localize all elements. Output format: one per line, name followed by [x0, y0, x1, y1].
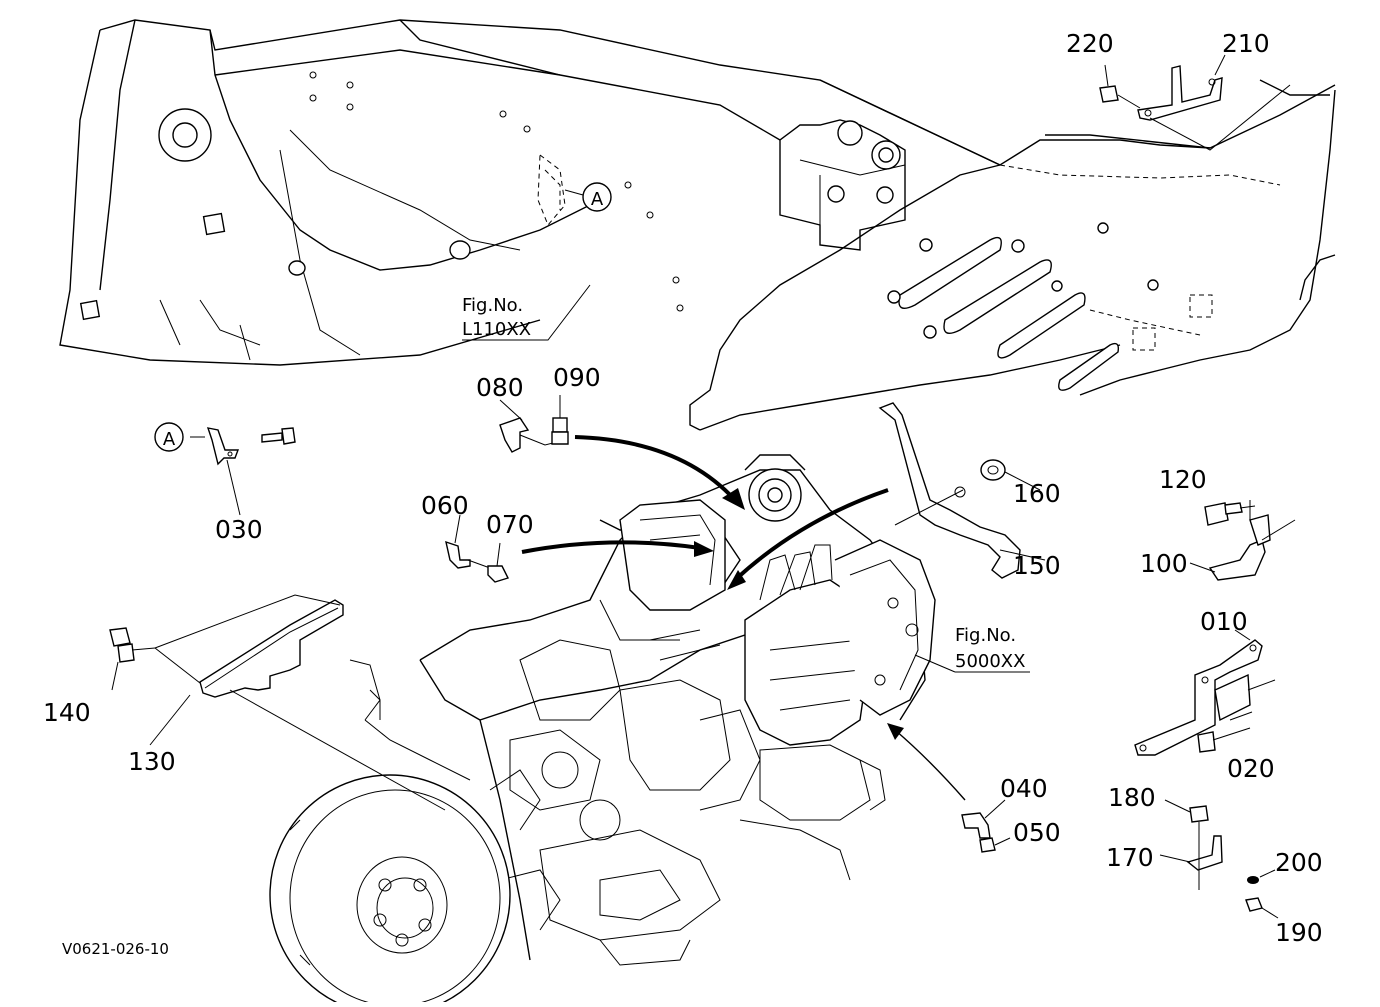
label-210: 210 [1222, 29, 1270, 58]
label-100: 100 [1140, 549, 1188, 578]
callout-a-circle-bracket [154, 422, 184, 452]
label-020: 020 [1227, 754, 1275, 783]
part-030-bracket [190, 427, 296, 516]
label-200: 200 [1275, 848, 1323, 877]
label-070: 070 [486, 510, 534, 539]
callout-a-circle-frame [582, 182, 612, 212]
label-190: 190 [1275, 918, 1323, 947]
label-160: 160 [1013, 479, 1061, 508]
label-010: 010 [1200, 607, 1248, 636]
label-120: 120 [1159, 465, 1207, 494]
fig-ref-5000xx-line2: 5000XX [955, 651, 1025, 672]
part-010-020 [1134, 629, 1276, 756]
label-140: 140 [43, 698, 91, 727]
part-060-070 [445, 514, 509, 583]
label-080: 080 [476, 373, 524, 402]
part-100-120 [1189, 500, 1296, 581]
label-060: 060 [421, 491, 469, 520]
label-040: 040 [1000, 774, 1048, 803]
part-080-090 [499, 395, 569, 453]
part-130-cover [109, 594, 446, 811]
part-040-050 [961, 799, 1011, 853]
label-090: 090 [553, 363, 601, 392]
callout-a-letter-bracket: A [163, 429, 176, 450]
part-170-200 [1159, 799, 1279, 919]
label-130: 130 [128, 747, 176, 776]
chassis-frame [59, 19, 1336, 431]
label-170: 170 [1106, 843, 1154, 872]
callout-a-letter-frame: A [591, 189, 604, 210]
engine-assembly [269, 454, 936, 1007]
label-030: 030 [215, 515, 263, 544]
fig-5000xx-leader [914, 654, 1030, 673]
fig-ref-l110xx-line2: L110XX [462, 319, 531, 340]
assembly-arrows [521, 435, 966, 801]
fig-ref-5000xx-line1: Fig.No. [955, 625, 1016, 646]
drawing-code: V0621-026-10 [62, 940, 169, 958]
fig-l110xx-leader [462, 284, 591, 341]
label-220: 220 [1066, 29, 1114, 58]
label-150: 150 [1013, 551, 1061, 580]
label-180: 180 [1108, 783, 1156, 812]
label-050: 050 [1013, 818, 1061, 847]
part-210-220 [1099, 54, 1291, 151]
fig-ref-l110xx-line1: Fig.No. [462, 295, 523, 316]
part-150-160-hook [878, 402, 1046, 579]
